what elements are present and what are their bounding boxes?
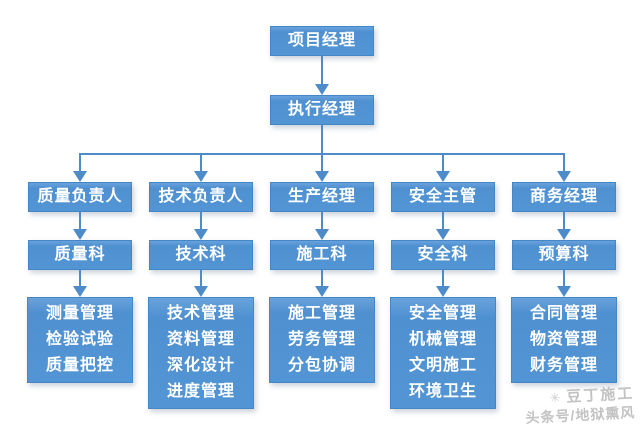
- connector-line: [321, 153, 323, 172]
- node-executive-manager: 执行经理: [270, 95, 374, 125]
- node-label: 生产经理: [287, 188, 356, 205]
- arrow-down-icon: [557, 229, 571, 240]
- node-budget-section: 预算科: [512, 240, 616, 270]
- node-label: 施工科: [296, 246, 348, 263]
- node-label: 安全科: [417, 246, 469, 263]
- node-technical-section: 技术科: [149, 240, 253, 270]
- node-label: 质量科: [54, 246, 106, 263]
- duty-item: 环境卫生: [408, 383, 477, 400]
- arrow-down-icon: [73, 229, 87, 240]
- connector-line: [563, 212, 565, 230]
- arrow-down-icon: [194, 286, 208, 297]
- connector-line: [321, 125, 323, 155]
- node-label: 执行经理: [287, 101, 356, 118]
- duty-item: 测量管理: [45, 305, 114, 322]
- arrow-down-icon: [73, 171, 87, 182]
- connector-line: [563, 153, 565, 172]
- node-budget-duties: 合同管理 物资管理 财务管理: [511, 297, 617, 383]
- connector-line: [321, 212, 323, 230]
- connector-line: [200, 153, 202, 172]
- duty-item: 施工管理: [287, 305, 356, 322]
- duty-item: 文明施工: [408, 357, 477, 374]
- duty-item: 劳务管理: [287, 331, 356, 348]
- arrow-down-icon: [557, 171, 571, 182]
- arrow-down-icon: [315, 229, 329, 240]
- connector-line: [442, 270, 444, 287]
- node-commerce-manager: 商务经理: [512, 182, 616, 212]
- node-safety-section: 安全科: [391, 240, 495, 270]
- node-technical-duties: 技术管理 资料管理 深化设计 进度管理: [148, 297, 254, 409]
- watermark-brand: 豆丁施工: [566, 384, 635, 406]
- duty-item: 机械管理: [408, 331, 477, 348]
- node-safety-supervisor: 安全主管: [391, 182, 495, 212]
- node-project-manager: 项目经理: [270, 26, 374, 56]
- connector-line: [442, 212, 444, 230]
- node-label: 商务经理: [529, 188, 598, 205]
- node-label: 技术负责人: [158, 188, 244, 205]
- scribble-sun-icon: ✳: [549, 389, 563, 406]
- duty-item: 质量把控: [45, 357, 114, 374]
- arrow-down-icon: [557, 286, 571, 297]
- arrow-down-icon: [436, 171, 450, 182]
- node-label: 安全主管: [408, 188, 477, 205]
- watermark: ✳豆丁施工 头条号/地狱熏风: [524, 385, 636, 427]
- node-label: 质量负责人: [37, 188, 123, 205]
- connector-line: [79, 153, 81, 172]
- connector-line: [442, 153, 444, 172]
- node-construction-section: 施工科: [270, 240, 374, 270]
- node-quality-section: 质量科: [28, 240, 132, 270]
- connector-line: [200, 212, 202, 230]
- connector-line: [321, 56, 323, 86]
- node-label: 预算科: [538, 246, 590, 263]
- arrow-down-icon: [73, 286, 87, 297]
- duty-item: 安全管理: [408, 305, 477, 322]
- duty-item: 合同管理: [529, 305, 598, 322]
- connector-line: [563, 270, 565, 287]
- arrow-down-icon: [315, 286, 329, 297]
- duty-item: 进度管理: [166, 383, 235, 400]
- duty-item: 深化设计: [166, 357, 235, 374]
- arrow-down-icon: [194, 171, 208, 182]
- arrow-down-icon: [436, 286, 450, 297]
- duty-item: 物资管理: [529, 331, 598, 348]
- node-technical-lead: 技术负责人: [149, 182, 253, 212]
- arrow-down-icon: [436, 229, 450, 240]
- duty-item: 资料管理: [166, 331, 235, 348]
- node-quality-duties: 测量管理 检验试验 质量把控: [27, 297, 133, 383]
- duty-item: 分包协调: [287, 357, 356, 374]
- node-construction-duties: 施工管理 劳务管理 分包协调: [269, 297, 375, 383]
- node-label: 项目经理: [287, 32, 356, 49]
- arrow-down-icon: [315, 84, 329, 95]
- connector-line: [200, 270, 202, 287]
- arrow-down-icon: [315, 171, 329, 182]
- connector-line: [79, 212, 81, 230]
- duty-item: 财务管理: [529, 357, 598, 374]
- duty-item: 技术管理: [166, 305, 235, 322]
- node-quality-lead: 质量负责人: [28, 182, 132, 212]
- node-production-manager: 生产经理: [270, 182, 374, 212]
- arrow-down-icon: [194, 229, 208, 240]
- node-label: 技术科: [175, 246, 227, 263]
- node-safety-duties: 安全管理 机械管理 文明施工 环境卫生: [390, 297, 496, 409]
- connector-line: [321, 270, 323, 287]
- connector-line: [79, 270, 81, 287]
- duty-item: 检验试验: [45, 331, 114, 348]
